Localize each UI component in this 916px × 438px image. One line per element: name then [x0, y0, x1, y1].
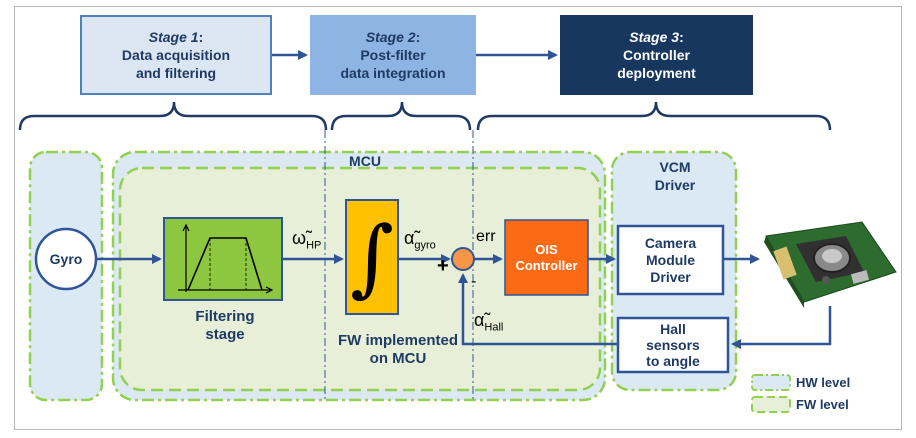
filtering-label: Filtering stage [170, 308, 280, 344]
vcm-label-line2: Driver [654, 177, 696, 193]
omega-subscript: HP [306, 239, 322, 252]
filtering-label-line1: Filtering [195, 308, 255, 325]
ois-label-line2: Controller [515, 257, 578, 273]
arrow-hall-sum [458, 273, 618, 346]
stage1-brace [18, 101, 328, 131]
hall-sensor-block [616, 316, 730, 374]
omega-symbol: ω̃ [292, 228, 307, 248]
stage2-line1: Post-filter [360, 47, 426, 63]
fw-mcu-label-line1: FW implemented [337, 332, 458, 349]
alpha-hall-subscript: Hall [484, 321, 504, 334]
stage2-colon: : [415, 29, 421, 45]
stage1-line1: Data acquisition [121, 47, 231, 63]
vcm-label: VCM Driver [630, 158, 720, 194]
filter-block [163, 217, 283, 301]
legend-hw-label: HW level [796, 375, 851, 390]
legend-fw-swatch [751, 396, 791, 413]
err-label: err [476, 228, 496, 245]
hall-label-line3: to angle [646, 353, 700, 369]
stage3-line1: Controller [623, 47, 690, 63]
alpha-hall-symbol: α̃ [474, 310, 485, 330]
stage1-line2: and filtering [135, 65, 217, 81]
stage3-line2: deployment [617, 65, 696, 81]
stage3-box: Stage 3: Controller deployment [560, 15, 753, 95]
hall-label-line1: Hall [660, 321, 686, 337]
stage1-colon: : [198, 29, 204, 45]
figure-frame [14, 6, 902, 430]
stage2-line2: data integration [340, 65, 446, 81]
legend-fw-label: FW level [796, 397, 849, 412]
stage2-title: Stage 2 [365, 29, 416, 45]
filtering-label-line2: stage [205, 326, 245, 343]
fw-mcu-label-line2: on MCU [369, 350, 427, 367]
vcm-label-line1: VCM [659, 159, 691, 175]
hall-label-line2: sensors [646, 337, 700, 353]
integrator-block [345, 199, 399, 315]
camera-module-image [764, 221, 897, 308]
hall-sensor-label: Hall sensors to angle [618, 318, 728, 372]
fw-mcu-label: FW implemented on MCU [328, 332, 468, 368]
arrow-module-hall [731, 306, 832, 349]
stage2-box: Stage 2: Post-filter data integration [310, 15, 476, 95]
camera-label-line1: Camera [644, 234, 697, 251]
ois-label-line1: OIS [535, 241, 558, 257]
stage1-box: Stage 1: Data acquisition and filtering [80, 15, 272, 95]
stage3-colon: : [679, 29, 684, 45]
camera-label-line2: Module [646, 251, 695, 268]
stage1-title: Stage 1 [148, 29, 199, 45]
summing-junction [451, 247, 475, 271]
stage3-brace [476, 101, 832, 131]
alpha-hall-label: α̃Hall [474, 310, 503, 334]
minus-sign: - [471, 273, 477, 290]
omega-hp-label: ω̃HP [292, 228, 321, 252]
ois-controller-block [504, 219, 589, 296]
filter-plot-icon [178, 223, 274, 294]
integral-symbol: ∫ [350, 208, 394, 306]
camera-driver-label: Camera Module Driver [618, 226, 723, 294]
gyro-label: Gyro [49, 251, 83, 267]
stage3-title: Stage 3 [629, 29, 680, 45]
stage2-brace [330, 101, 472, 131]
ois-label: OIS Controller [505, 220, 588, 295]
plus-sign: + [437, 255, 449, 277]
alpha-gyro-label: α̃gyro [404, 228, 436, 252]
legend-hw-swatch [751, 374, 791, 391]
alpha-gyro-subscript: gyro [414, 239, 436, 252]
camera-label-line3: Driver [650, 268, 691, 285]
alpha-gyro-symbol: α̃ [404, 228, 415, 248]
mcu-label: MCU [349, 153, 381, 169]
